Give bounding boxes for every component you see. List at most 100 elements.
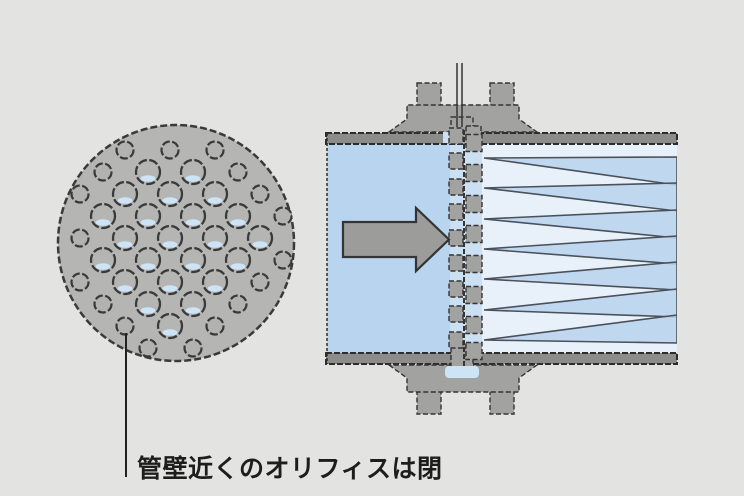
- orifice-glint: [162, 329, 178, 336]
- orifice-open: [89, 202, 117, 230]
- orifice-open: [201, 180, 229, 208]
- orifice-glint: [230, 263, 246, 270]
- perforated-disc-front-view: [56, 123, 296, 477]
- plate-segment-upstream: [448, 178, 464, 196]
- orifice-glint: [185, 175, 201, 182]
- orifice-open: [224, 202, 252, 230]
- plate-segment-upstream: [448, 331, 464, 349]
- plate-segment-downstream: [465, 194, 483, 214]
- plate-segment-downstream: [465, 254, 483, 274]
- orifice-open: [111, 224, 139, 252]
- orifice-open: [224, 246, 252, 274]
- orifice-open: [134, 158, 162, 186]
- orifice-closed: [70, 184, 90, 204]
- orifice-glint: [95, 263, 111, 270]
- top-fluid-notch: [443, 132, 452, 143]
- orifice-open: [111, 268, 139, 296]
- orifice-open: [179, 158, 207, 186]
- orifice-glint: [185, 263, 201, 270]
- jet-stream: [483, 156, 677, 186]
- flange-body: [386, 364, 540, 393]
- plate-segment-upstream: [448, 280, 464, 298]
- orifice-closed: [228, 294, 248, 314]
- plate-segment-downstream: [465, 341, 483, 361]
- orifice-open: [89, 246, 117, 274]
- orifice-closed: [205, 316, 225, 336]
- orifice-open: [246, 224, 274, 252]
- orifice-closed: [115, 140, 135, 160]
- orifice-glint: [117, 197, 133, 204]
- orifice-closed: [250, 272, 270, 292]
- orifice-plate-cross-section: [443, 63, 483, 378]
- orifice-glint: [185, 307, 201, 314]
- bottom-fluid-pocket: [445, 366, 479, 378]
- orifice-closed: [93, 162, 113, 182]
- orifice-glint: [207, 197, 223, 204]
- orifice-closed: [273, 206, 293, 226]
- orifice-closed: [70, 272, 90, 292]
- plate-segment-downstream: [465, 285, 483, 305]
- orifice-closed: [93, 294, 113, 314]
- jet-stream: [483, 209, 677, 239]
- orifice-glint: [207, 285, 223, 292]
- orifice-open: [156, 224, 184, 252]
- orifice-glint: [140, 307, 156, 314]
- bottom-flange: [386, 364, 540, 415]
- orifice-glint: [252, 241, 268, 248]
- orifice-open: [156, 180, 184, 208]
- jet-stream: [483, 314, 677, 344]
- orifice-closed: [273, 250, 293, 270]
- orifice-open: [156, 312, 184, 340]
- flange-bolt: [416, 82, 442, 107]
- plate-segment-upstream: [448, 152, 464, 170]
- jet-stream: [483, 261, 677, 291]
- orifice-glint: [230, 219, 246, 226]
- orifice-closed: [250, 184, 270, 204]
- figure-caption: 管壁近くのオリフィスは閉: [137, 449, 443, 485]
- orifice-open: [111, 180, 139, 208]
- orifice-open: [134, 290, 162, 318]
- flange-bolt: [489, 390, 515, 415]
- orifice-glint: [95, 219, 111, 226]
- plate-segment-downstream: [465, 133, 483, 153]
- jet-streams: [483, 156, 677, 344]
- figure-caption-text: 管壁近くのオリフィスは閉: [137, 454, 443, 483]
- pipe-wall-bottom: [325, 352, 678, 365]
- orifice-glint: [162, 285, 178, 292]
- orifice-open: [201, 268, 229, 296]
- orifice-closed: [160, 140, 180, 160]
- orifice-glint: [185, 219, 201, 226]
- plate-segment-upstream: [448, 305, 464, 323]
- orifice-glint: [140, 219, 156, 226]
- orifice-glint: [140, 175, 156, 182]
- plate-segment-upstream: [448, 203, 464, 221]
- pipe-wall-top: [325, 132, 678, 145]
- orifice-open: [179, 246, 207, 274]
- jet-stream: [483, 288, 677, 318]
- orifice-glint: [117, 241, 133, 248]
- orifice-closed: [115, 316, 135, 336]
- plate-segment-upstream: [448, 127, 464, 145]
- orifice-glint: [117, 285, 133, 292]
- orifice-closed: [183, 338, 203, 358]
- plate-segment-downstream: [465, 224, 483, 244]
- orifice-glint: [140, 263, 156, 270]
- flow-arrow-icon: [341, 205, 451, 274]
- orifice-closed: [70, 228, 90, 248]
- orifice-closed: [205, 140, 225, 160]
- orifice-open: [179, 202, 207, 230]
- orifice-glint: [207, 241, 223, 248]
- pipe-cross-section: [325, 63, 678, 415]
- orifice-closed: [138, 338, 158, 358]
- orifice-open: [201, 224, 229, 252]
- orifice-open: [134, 202, 162, 230]
- plate-segment-downstream: [465, 315, 483, 335]
- jet-stream: [483, 235, 677, 265]
- orifice-glint: [162, 197, 178, 204]
- flange-bolt: [489, 82, 515, 107]
- orifice-open: [156, 268, 184, 296]
- plate-segment-upstream: [448, 229, 464, 247]
- plate-segment-downstream: [465, 163, 483, 183]
- orifice-open: [179, 290, 207, 318]
